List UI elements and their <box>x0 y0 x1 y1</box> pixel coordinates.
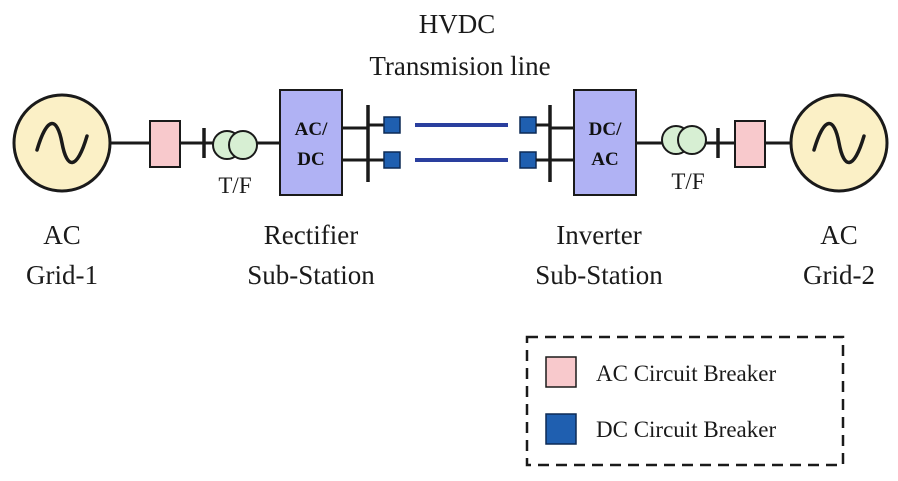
dc-circuit-breaker-top-right <box>519 116 537 134</box>
rectifier-box-line-2: DC <box>297 149 324 170</box>
inverter-label-line-2: Sub-Station <box>535 260 663 290</box>
grid-1-label-line-2: Grid-1 <box>26 260 98 290</box>
rectifier-converter-box <box>279 89 343 196</box>
legend-dc-breaker-label: DC Circuit Breaker <box>596 417 776 442</box>
rectifier-label-line-2: Sub-Station <box>247 260 375 290</box>
ac-grid-1 <box>12 93 112 193</box>
rectifier-box-line-1: AC/ <box>295 119 328 140</box>
inverter-box-line-1: DC/ <box>589 119 622 140</box>
transformer-left <box>212 130 258 160</box>
ac-circuit-breaker-right <box>734 120 766 168</box>
ac-grid-2 <box>789 93 889 193</box>
title-line-1: HVDC <box>419 9 496 39</box>
legend-ac-breaker-swatch <box>545 356 577 388</box>
inverter-box-line-2: AC <box>591 149 618 170</box>
dc-circuit-breaker-top-left <box>383 116 401 134</box>
grid-2-label-line-2: Grid-2 <box>803 260 875 290</box>
inverter-label-line-1: Inverter <box>556 220 641 250</box>
ac-circuit-breaker-left <box>149 120 181 168</box>
dc-circuit-breaker-bottom-right <box>519 151 537 169</box>
legend: AC Circuit Breaker DC Circuit Breaker <box>525 335 845 467</box>
transformer-right <box>661 125 707 155</box>
grid-1-label-line-1: AC <box>43 220 81 250</box>
tf-right-label: T/F <box>671 169 704 194</box>
legend-dc-breaker-swatch <box>545 413 577 445</box>
sine-wave-icon <box>812 121 866 165</box>
inverter-converter-box <box>573 89 637 196</box>
title-line-2: Transmision line <box>369 51 550 81</box>
sine-wave-icon <box>35 121 89 165</box>
grid-2-label-line-1: AC <box>820 220 858 250</box>
rectifier-label-line-1: Rectifier <box>264 220 358 250</box>
legend-box <box>525 335 845 467</box>
tf-left-label: T/F <box>218 173 251 198</box>
dc-circuit-breaker-bottom-left <box>383 151 401 169</box>
legend-ac-breaker-label: AC Circuit Breaker <box>596 361 776 386</box>
